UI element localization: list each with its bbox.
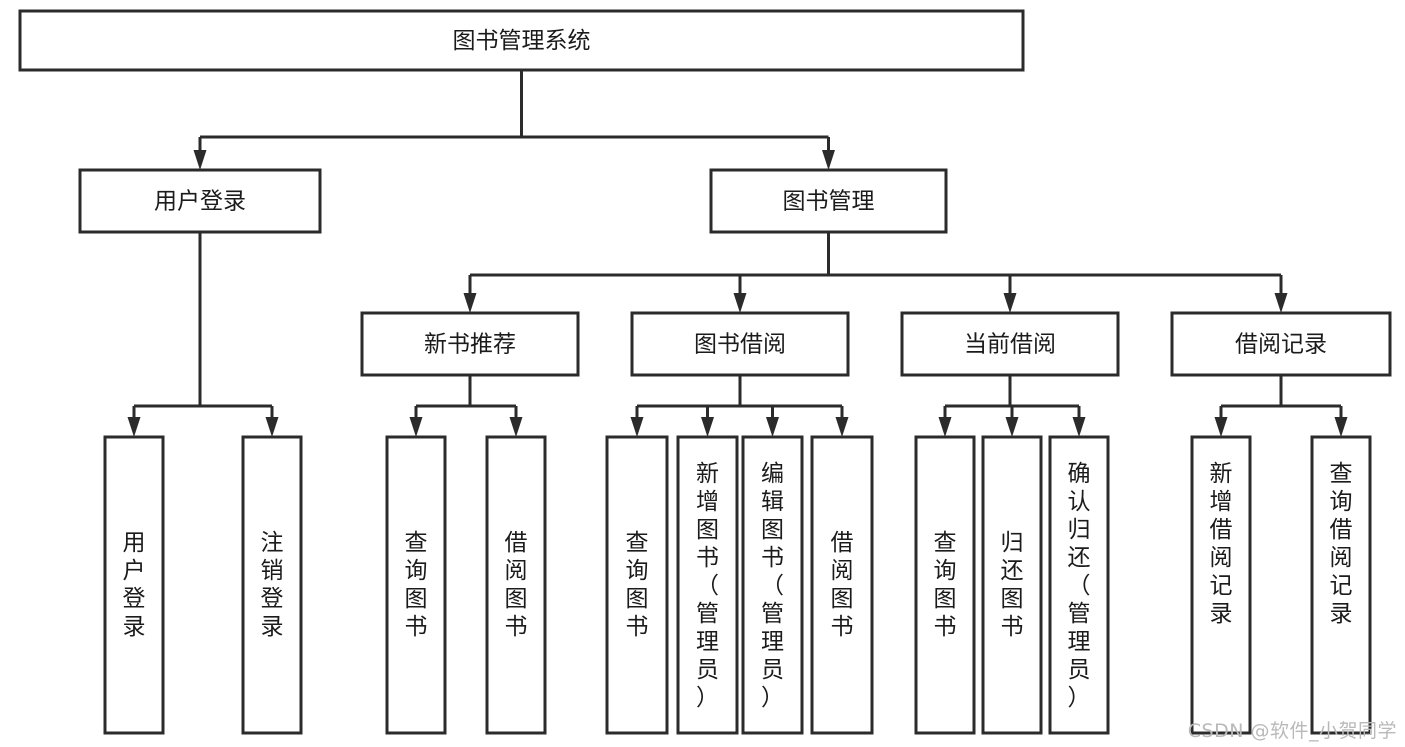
node-leaf-query-book-current-box[interactable] bbox=[914, 435, 976, 735]
node-user-login-box[interactable] bbox=[78, 168, 322, 234]
node-leaf-return-book-label: 归还图书 bbox=[1001, 530, 1024, 640]
arrow-head-icon bbox=[630, 417, 644, 437]
node-book-borrow[interactable]: 图书借阅 bbox=[630, 311, 850, 377]
node-leaf-confirm-return-label: 确认归还（管理员） bbox=[1068, 461, 1091, 711]
node-leaf-edit-book[interactable]: 编辑图书（管理员） bbox=[741, 435, 804, 735]
node-user-login-label: 用户登录 bbox=[154, 189, 246, 215]
node-root[interactable]: 图书管理系统 bbox=[18, 9, 1025, 72]
arrow-head-icon bbox=[822, 150, 835, 170]
conn-userlogin-to-leaves bbox=[127, 232, 279, 437]
node-leaf-query-book-current[interactable]: 查询图书 bbox=[914, 435, 976, 735]
arrow-head-icon bbox=[265, 417, 279, 437]
node-book-borrow-label: 图书借阅 bbox=[694, 332, 786, 358]
node-leaf-query-borrow-record-box[interactable] bbox=[1310, 435, 1372, 735]
conn-bookmanage-to-level3 bbox=[463, 232, 1288, 313]
node-leaf-query-book-borrow-box[interactable] bbox=[605, 435, 669, 735]
arrow-head-icon bbox=[127, 417, 141, 437]
node-book-manage[interactable]: 图书管理 bbox=[709, 168, 948, 234]
node-leaf-query-book-recommend-box[interactable] bbox=[385, 435, 447, 735]
node-leaf-add-borrow-record-label: 新增借阅记录 bbox=[1210, 461, 1233, 627]
arrow-head-icon bbox=[193, 150, 207, 170]
node-borrow-record-label: 借阅记录 bbox=[1235, 332, 1327, 358]
node-root-box[interactable] bbox=[18, 9, 1025, 72]
node-leaf-query-book-borrow-label: 查询图书 bbox=[626, 530, 649, 640]
node-new-book-recommend[interactable]: 新书推荐 bbox=[360, 311, 580, 377]
conn-recommend-to-leaves bbox=[409, 375, 523, 437]
node-leaf-edit-book-box[interactable] bbox=[741, 435, 804, 735]
conn-borrow-to-leaves bbox=[630, 375, 849, 437]
conn-current-to-leaves bbox=[938, 375, 1086, 437]
node-new-book-recommend-label: 新书推荐 bbox=[424, 332, 516, 358]
node-leaf-query-book-current-label: 查询图书 bbox=[934, 530, 957, 640]
node-leaf-edit-book-label: 编辑图书（管理员） bbox=[761, 461, 784, 711]
node-current-borrow-box[interactable] bbox=[900, 311, 1120, 377]
node-leaf-borrow-book[interactable]: 借阅图书 bbox=[810, 435, 874, 735]
node-borrow-record[interactable]: 借阅记录 bbox=[1170, 311, 1392, 377]
arrow-head-icon bbox=[835, 417, 849, 437]
node-book-borrow-box[interactable] bbox=[630, 311, 850, 377]
node-leaf-logout-login-box[interactable] bbox=[241, 435, 303, 735]
node-leaf-borrow-book-recommend[interactable]: 借阅图书 bbox=[485, 435, 547, 735]
arrow-head-icon bbox=[733, 293, 747, 313]
node-current-borrow[interactable]: 当前借阅 bbox=[900, 311, 1120, 377]
arrow-head-icon bbox=[766, 417, 779, 437]
node-leaf-add-book[interactable]: 新增图书（管理员） bbox=[676, 435, 739, 735]
node-leaf-user-login-label: 用户登录 bbox=[123, 530, 146, 640]
node-book-manage-box[interactable] bbox=[709, 168, 948, 234]
arrow-head-icon bbox=[409, 417, 423, 437]
node-leaf-confirm-return[interactable]: 确认归还（管理员） bbox=[1048, 435, 1110, 735]
node-leaf-query-book-borrow[interactable]: 查询图书 bbox=[605, 435, 669, 735]
node-book-manage-label: 图书管理 bbox=[783, 189, 875, 215]
conn-record-to-leaves bbox=[1214, 375, 1348, 437]
node-leaf-return-book-box[interactable] bbox=[981, 435, 1043, 735]
node-leaf-borrow-book-recommend-label: 借阅图书 bbox=[505, 530, 528, 640]
arrow-head-icon bbox=[1072, 417, 1086, 437]
conn-root-to-level2 bbox=[193, 70, 835, 170]
node-leaf-add-book-box[interactable] bbox=[676, 435, 739, 735]
arrow-head-icon bbox=[1214, 417, 1228, 437]
arrow-head-icon bbox=[938, 417, 952, 437]
csdn-watermark: CSDN @软件_小贺同学 bbox=[1187, 720, 1397, 742]
arrow-head-icon bbox=[1005, 417, 1019, 437]
node-root-label: 图书管理系统 bbox=[453, 28, 591, 54]
node-leaf-logout-login-label: 注销登录 bbox=[261, 530, 284, 640]
node-current-borrow-label: 当前借阅 bbox=[964, 332, 1056, 358]
node-leaf-user-login-box[interactable] bbox=[103, 435, 165, 735]
node-leaf-user-login[interactable]: 用户登录 bbox=[103, 435, 165, 735]
arrow-head-icon bbox=[701, 417, 714, 437]
node-leaf-confirm-return-box[interactable] bbox=[1048, 435, 1110, 735]
arrow-head-icon bbox=[1274, 293, 1288, 313]
node-leaf-add-borrow-record-box[interactable] bbox=[1190, 435, 1252, 735]
node-leaf-borrow-book-label: 借阅图书 bbox=[831, 530, 854, 640]
node-leaf-query-borrow-record[interactable]: 查询借阅记录 bbox=[1310, 435, 1372, 735]
node-new-book-recommend-box[interactable] bbox=[360, 311, 580, 377]
node-leaf-borrow-book-recommend-box[interactable] bbox=[485, 435, 547, 735]
arrow-head-icon bbox=[463, 293, 477, 313]
node-leaf-query-book-recommend-label: 查询图书 bbox=[405, 530, 428, 640]
arrow-head-icon bbox=[1003, 293, 1017, 313]
node-leaf-query-book-recommend[interactable]: 查询图书 bbox=[385, 435, 447, 735]
node-leaf-borrow-book-box[interactable] bbox=[810, 435, 874, 735]
node-leaf-add-book-label: 新增图书（管理员） bbox=[696, 461, 719, 711]
node-leaf-add-borrow-record[interactable]: 新增借阅记录 bbox=[1190, 435, 1252, 735]
connector-layer bbox=[127, 70, 1348, 437]
node-leaf-return-book[interactable]: 归还图书 bbox=[981, 435, 1043, 735]
arrow-head-icon bbox=[509, 417, 523, 437]
node-leaf-logout-login[interactable]: 注销登录 bbox=[241, 435, 303, 735]
node-borrow-record-box[interactable] bbox=[1170, 311, 1392, 377]
arrow-head-icon bbox=[1334, 417, 1348, 437]
node-user-login[interactable]: 用户登录 bbox=[78, 168, 322, 234]
node-leaf-query-borrow-record-label: 查询借阅记录 bbox=[1330, 461, 1353, 627]
